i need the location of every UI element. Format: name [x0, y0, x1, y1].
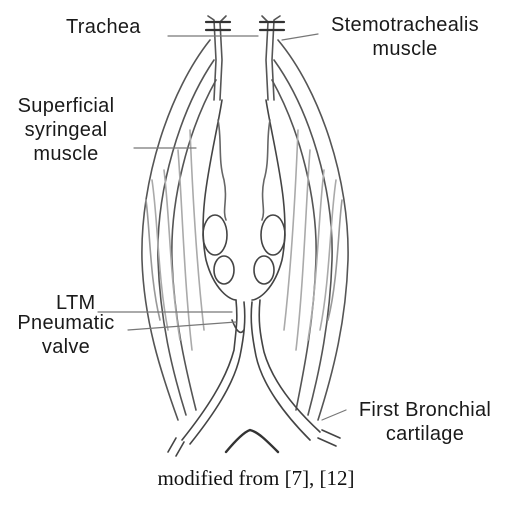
pointer-lines — [98, 34, 346, 420]
left-muscle-band — [142, 40, 216, 420]
label-superficial-syringeal-muscle: Superficial syringeal muscle — [2, 94, 130, 166]
right-muscle-band — [272, 40, 348, 420]
label-sternotrachealis-line2: muscle — [310, 37, 500, 61]
label-trachea: Trachea — [66, 15, 141, 39]
label-pneumatic-line2: valve — [0, 335, 132, 359]
bronchial-arch — [226, 430, 278, 452]
label-sternotrachealis: Stemotrachealis muscle — [310, 13, 500, 61]
figure-caption: modified from [7], [12] — [0, 466, 512, 491]
label-superficial-line3: muscle — [2, 142, 130, 166]
syrinx-chambers — [203, 100, 285, 300]
label-superficial-line2: syringeal — [2, 118, 130, 142]
trachea-tubes — [206, 16, 284, 100]
label-sternotrachealis-line1: Stemotrachealis — [310, 13, 500, 37]
label-first-bronchial-cartilage: First Bronchial cartilage — [340, 398, 510, 446]
label-superficial-line1: Superficial — [2, 94, 130, 118]
label-bronchial-line1: First Bronchial — [340, 398, 510, 422]
label-bronchial-line2: cartilage — [340, 422, 510, 446]
label-pneumatic-line1: Pneumatic — [0, 311, 132, 335]
label-pneumatic-valve: Pneumatic valve — [0, 311, 132, 359]
